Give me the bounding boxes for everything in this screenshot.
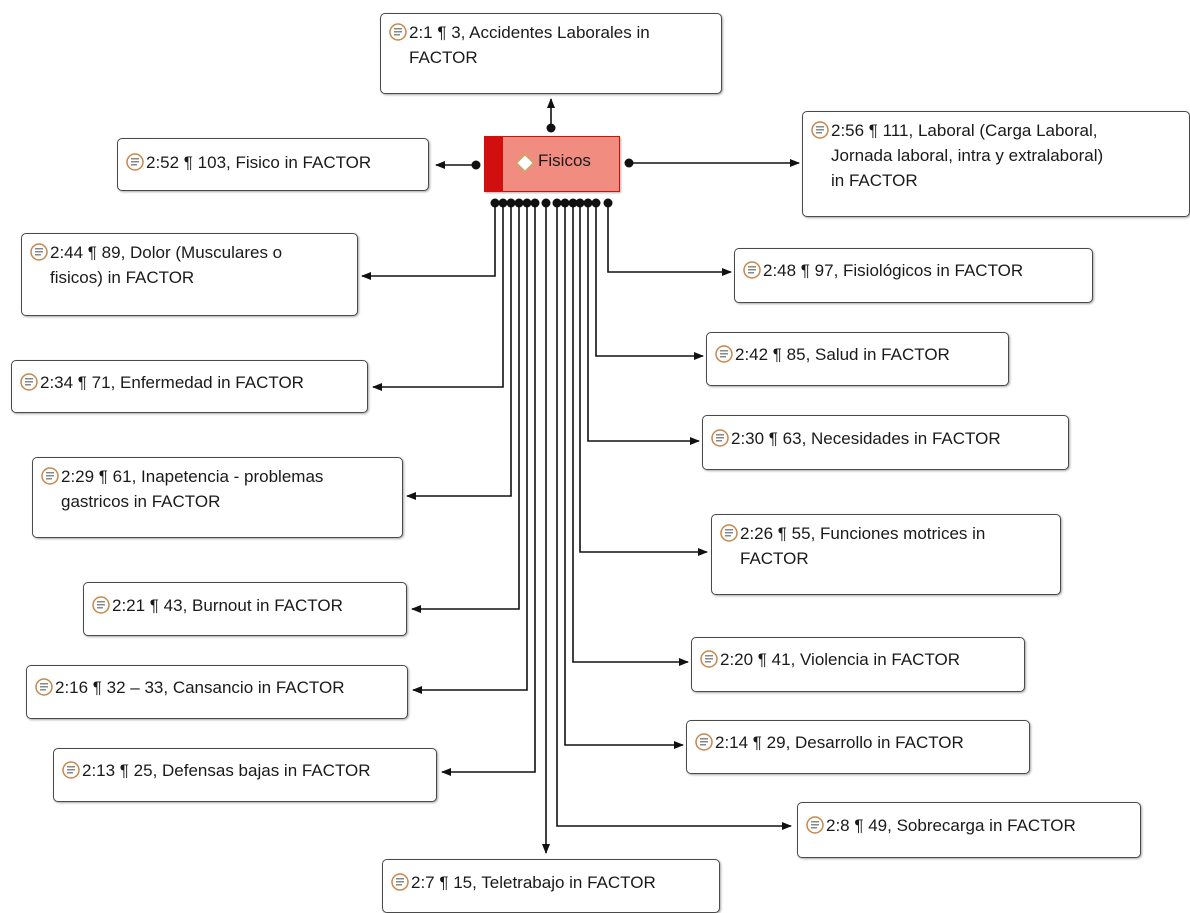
- quotation-document-icon: [391, 873, 409, 891]
- link-2-8: [556, 203, 792, 830]
- quotation-node-2-16[interactable]: 2:16 ¶ 32 – 33, Cansancio in FACTOR: [26, 665, 408, 719]
- link-2-26: [579, 203, 708, 556]
- quotation-document-icon: [806, 816, 824, 834]
- quotation-node-2-20[interactable]: 2:20 ¶ 41, Violencia in FACTOR: [691, 637, 1025, 692]
- quotation-text-line: 2:34 ¶ 71, Enfermedad in FACTOR: [40, 373, 304, 392]
- quotation-node-2-56[interactable]: 2:56 ¶ 111, Laboral (Carga Laboral, Jorn…: [802, 111, 1190, 217]
- link-dot: [591, 198, 601, 208]
- link-2-16: [412, 203, 528, 694]
- link-2-21: [411, 203, 520, 613]
- quotation-document-icon: [92, 596, 110, 614]
- quotation-node-2-42[interactable]: 2:42 ¶ 85, Salud in FACTOR: [706, 332, 1009, 386]
- quotation-text-line: 2:52 ¶ 103, Fisico in FACTOR: [146, 153, 372, 172]
- quotation-node-2-14[interactable]: 2:14 ¶ 29, Desarrollo in FACTOR: [686, 720, 1030, 774]
- quotation-document-icon: [695, 733, 713, 751]
- link-dot: [530, 198, 540, 208]
- link-dot: [490, 198, 500, 208]
- quotation-node-2-48[interactable]: 2:48 ¶ 97, Fisiológicos in FACTOR: [734, 248, 1093, 303]
- quotation-text-line: 2:30 ¶ 63, Necesidades in FACTOR: [731, 429, 1001, 448]
- link-2-44: [361, 203, 496, 280]
- quotation-text-line: 2:26 ¶ 55, Funciones motrices in: [740, 524, 986, 543]
- code-diamond-icon: [515, 153, 535, 173]
- quotation-document-icon: [720, 524, 738, 542]
- link-dot: [546, 123, 556, 133]
- quotation-node-2-30[interactable]: 2:30 ¶ 63, Necesidades in FACTOR: [702, 415, 1069, 470]
- link-dot: [552, 198, 562, 208]
- quotation-text-line: 2:29 ¶ 61, Inapetencia - problemas: [61, 467, 324, 486]
- quotation-document-icon: [35, 678, 53, 696]
- quotation-text-line: 2:20 ¶ 41, Violencia in FACTOR: [720, 650, 961, 669]
- link-dot: [560, 198, 570, 208]
- quotation-node-2-26[interactable]: 2:26 ¶ 55, Funciones motrices in FACTOR: [711, 514, 1061, 595]
- quotation-text-line: Jornada laboral, intra y extralaboral): [831, 146, 1104, 165]
- quotation-text-line: 2:21 ¶ 43, Burnout in FACTOR: [112, 596, 343, 615]
- link-dot: [603, 198, 613, 208]
- quotation-node-2-8[interactable]: 2:8 ¶ 49, Sobrecarga in FACTOR: [797, 802, 1141, 858]
- link-dot: [624, 158, 634, 168]
- quotation-text-line: 2:42 ¶ 85, Salud in FACTOR: [735, 345, 950, 364]
- code-node-fisicos[interactable]: Fisicos: [484, 136, 620, 192]
- link-2-48: [607, 203, 732, 276]
- link-dot: [522, 198, 532, 208]
- quotation-document-icon: [743, 261, 761, 279]
- link-dot: [568, 198, 578, 208]
- quotation-text-line: 2:14 ¶ 29, Desarrollo in FACTOR: [715, 733, 964, 752]
- quotation-document-icon: [126, 153, 144, 171]
- quotation-node-2-1[interactable]: 2:1 ¶ 3, Accidentes Laborales in FACTOR: [380, 13, 722, 94]
- quotation-text-line: FACTOR: [409, 48, 478, 67]
- quotation-document-icon: [20, 373, 38, 391]
- quotation-node-2-7[interactable]: 2:7 ¶ 15, Teletrabajo in FACTOR: [382, 859, 720, 913]
- link-dot: [498, 198, 508, 208]
- quotation-node-2-13[interactable]: 2:13 ¶ 25, Defensas bajas in FACTOR: [53, 748, 437, 802]
- quotation-text-line: 2:1 ¶ 3, Accidentes Laborales in: [409, 23, 650, 42]
- quotation-document-icon: [41, 467, 59, 485]
- link-2-29: [406, 203, 512, 500]
- link-dot: [506, 198, 516, 208]
- quotation-document-icon: [711, 429, 729, 447]
- quotation-text-line: 2:8 ¶ 49, Sobrecarga in FACTOR: [826, 816, 1076, 835]
- quotation-node-2-21[interactable]: 2:21 ¶ 43, Burnout in FACTOR: [83, 582, 407, 636]
- link-dot: [575, 198, 585, 208]
- quotation-text-line: 2:48 ¶ 97, Fisiológicos in FACTOR: [763, 261, 1024, 280]
- quotation-document-icon: [30, 243, 48, 261]
- quotation-text-line: 2:44 ¶ 89, Dolor (Musculares o: [50, 243, 283, 262]
- quotation-node-2-52[interactable]: 2:52 ¶ 103, Fisico in FACTOR: [117, 138, 429, 191]
- link-2-20: [572, 203, 689, 666]
- quotation-document-icon: [700, 650, 718, 668]
- quotation-document-icon: [62, 761, 80, 779]
- link-dot: [541, 198, 551, 208]
- quotation-node-2-44[interactable]: 2:44 ¶ 89, Dolor (Musculares o fisicos) …: [21, 233, 358, 316]
- quotation-text-line: 2:7 ¶ 15, Teletrabajo in FACTOR: [411, 873, 656, 892]
- link-2-30: [587, 203, 700, 445]
- link-dot: [514, 198, 524, 208]
- link-dot: [583, 198, 593, 208]
- quotation-document-icon: [715, 345, 733, 363]
- quotation-text-line: gastricos in FACTOR: [61, 492, 221, 511]
- link-2-42: [595, 203, 704, 360]
- quotation-text-line: fisicos) in FACTOR: [50, 268, 195, 287]
- link-2-14: [564, 203, 684, 749]
- link-2-34: [372, 203, 504, 391]
- quotation-node-2-29[interactable]: 2:29 ¶ 61, Inapetencia - problemas gastr…: [32, 457, 403, 538]
- quotation-node-2-34[interactable]: 2:34 ¶ 71, Enfermedad in FACTOR: [11, 360, 368, 413]
- code-label: Fisicos: [538, 151, 591, 170]
- quotation-text-line: 2:56 ¶ 111, Laboral (Carga Laboral,: [831, 121, 1098, 140]
- quotation-document-icon: [811, 121, 829, 139]
- quotation-text-line: in FACTOR: [831, 171, 918, 190]
- quotation-text-line: FACTOR: [740, 549, 809, 568]
- quotation-document-icon: [389, 23, 407, 41]
- quotation-text-line: 2:16 ¶ 32 – 33, Cansancio in FACTOR: [55, 678, 345, 697]
- link-2-13: [441, 203, 536, 776]
- quotation-text-line: 2:13 ¶ 25, Defensas bajas in FACTOR: [82, 761, 371, 780]
- code-color-strip: [485, 137, 503, 191]
- link-dot: [471, 160, 481, 170]
